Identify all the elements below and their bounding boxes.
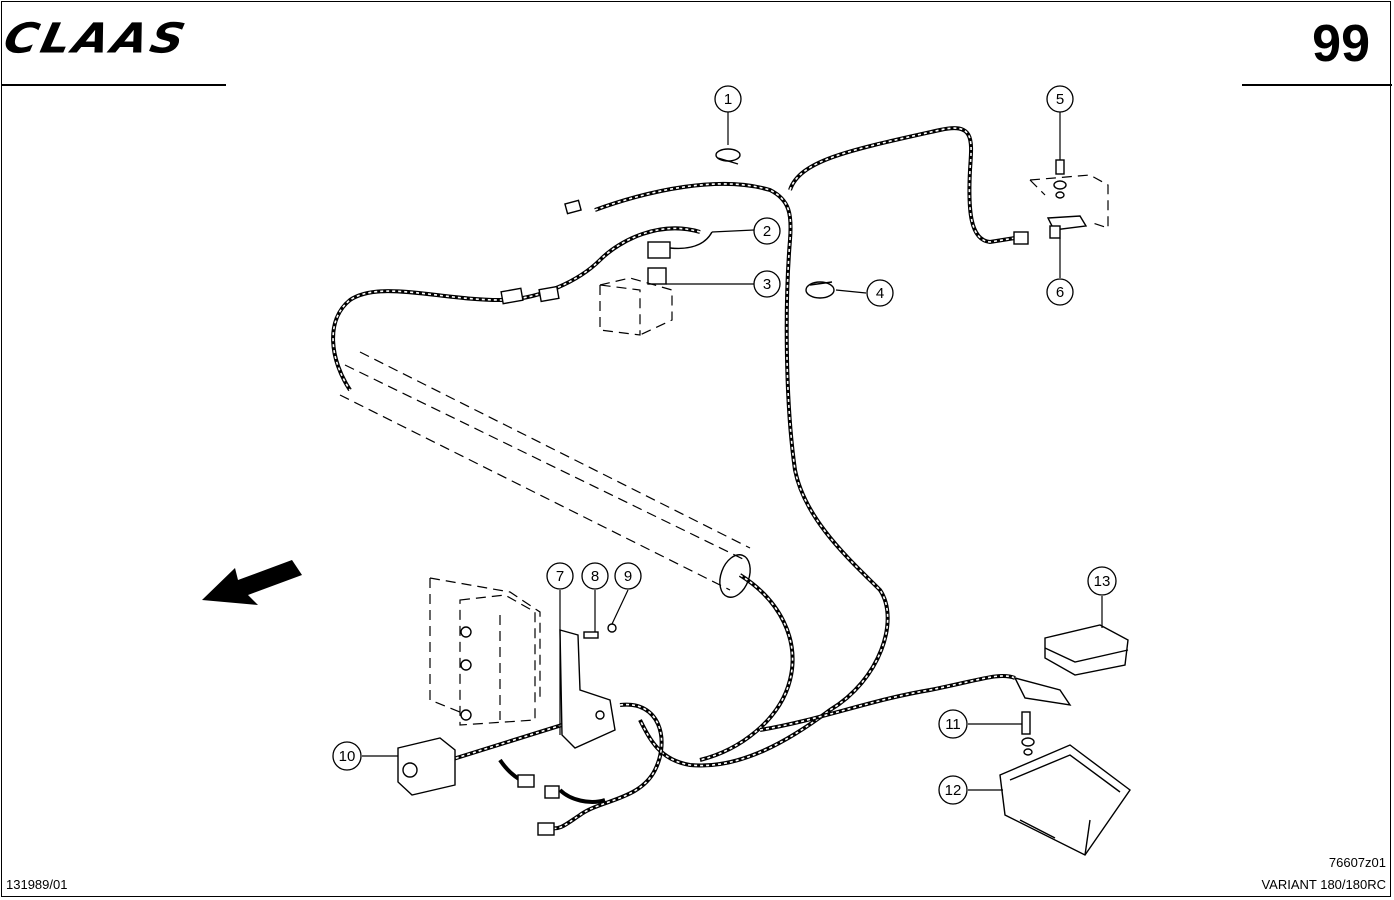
svg-text:13: 13 (1094, 573, 1111, 590)
svg-text:9: 9 (624, 568, 632, 585)
svg-text:2: 2 (763, 223, 771, 240)
callout-12: 12 (938, 775, 968, 805)
header-rule-right (1242, 84, 1392, 86)
callout-7: 7 (546, 562, 574, 590)
dashed-console (429, 577, 541, 726)
svg-text:10: 10 (339, 748, 356, 765)
frame-tube (339, 351, 751, 598)
part-12-housing (999, 744, 1131, 856)
part-4-hose-clamp (805, 281, 835, 299)
part-7-mounting-plate (559, 629, 616, 749)
callout-13: 13 (1087, 566, 1117, 596)
page-number: 99 (1312, 15, 1370, 73)
callout-8: 8 (581, 562, 609, 590)
callout-10: 10 (332, 741, 362, 771)
callout-leaders (362, 112, 1103, 791)
direction-arrow-icon (202, 560, 302, 605)
callout-9: 9 (614, 562, 642, 590)
svg-text:6: 6 (1056, 284, 1064, 301)
drawing-code: 76607z01 (1328, 855, 1386, 870)
document-code: 131989/01 (6, 877, 68, 892)
svg-text:5: 5 (1056, 91, 1064, 108)
svg-text:8: 8 (591, 568, 599, 585)
callout-2: 2 (753, 217, 781, 245)
callout-11: 11 (938, 709, 968, 739)
svg-text:12: 12 (945, 782, 962, 799)
part-10-switch (397, 737, 456, 796)
header-rule-left (1, 84, 226, 86)
svg-text:1: 1 (724, 91, 732, 108)
harness-connectors (500, 199, 1029, 836)
callout-3: 3 (753, 270, 781, 298)
part-3-sensor (599, 267, 673, 336)
callout-4: 4 (866, 279, 894, 307)
part-1-cable-clip (715, 148, 741, 165)
wiring-harness (331, 126, 1016, 831)
callout-5: 5 (1046, 85, 1074, 113)
svg-text:11: 11 (945, 716, 961, 733)
part-8-9-bolt-nut (583, 623, 617, 639)
callout-1: 1 (714, 85, 742, 113)
callout-6: 6 (1046, 278, 1074, 306)
svg-text:7: 7 (556, 568, 564, 585)
part-2-connector (647, 231, 713, 259)
plug-connector (1013, 676, 1072, 706)
svg-text:4: 4 (876, 285, 884, 302)
part-11-bolt (1021, 711, 1035, 756)
model-label: VARIANT 180/180RC (1261, 877, 1386, 892)
part-5-6-bracket (1029, 159, 1109, 239)
part-13-control-unit (1044, 624, 1129, 676)
svg-text:3: 3 (763, 276, 771, 293)
callout-bubbles: 1 2 3 4 5 6 7 8 (332, 85, 1117, 805)
